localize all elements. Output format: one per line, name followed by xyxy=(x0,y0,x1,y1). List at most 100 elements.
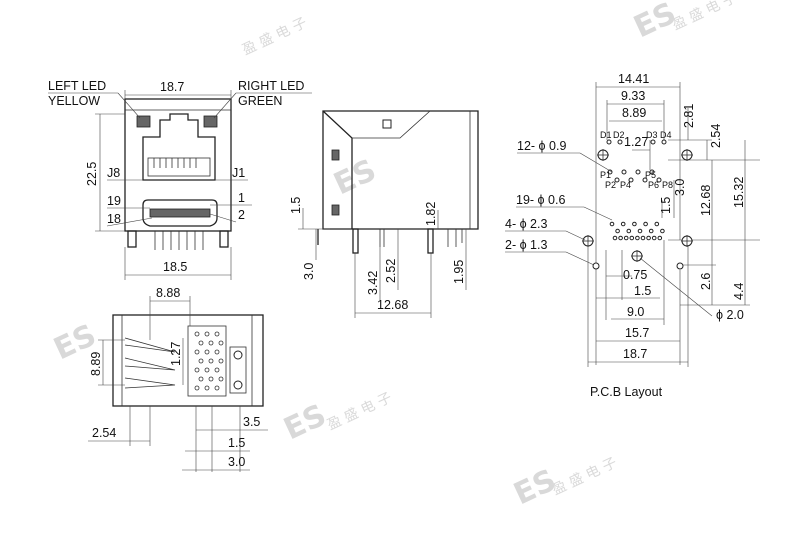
bottom-led-hole-upper xyxy=(233,350,243,360)
bottom-pin-hole xyxy=(194,349,200,355)
right-led-label: RIGHT LED xyxy=(238,79,304,93)
hdmi-tongue xyxy=(149,208,211,218)
front-pins xyxy=(127,230,229,250)
side-slot-lower xyxy=(331,204,340,216)
pcb-hdmi-pin xyxy=(612,235,618,241)
pcb-hdmi-pin xyxy=(618,235,623,241)
bottom-pin-hole xyxy=(214,385,220,391)
dim-label-side-1-5: 1.5 xyxy=(289,197,303,214)
rj45-contacts xyxy=(153,158,197,168)
pcb-pin-d4: D4 xyxy=(660,130,672,140)
watermark-cn-1: 盈 盛 电 子 xyxy=(670,0,740,34)
pcb-hole-1-3-left xyxy=(592,262,600,270)
pcb-hdmi-pin xyxy=(651,235,657,241)
bottom-pin-hole xyxy=(214,367,220,373)
dim-label-22-5: 22.5 xyxy=(85,162,99,186)
bottom-pin-hole xyxy=(204,385,210,391)
pcb-dim-18-7: 18.7 xyxy=(623,347,647,361)
pcb-pin-p1: P1 xyxy=(600,170,611,180)
pcb-callout-2-holes: 2- ϕ 1.3 xyxy=(505,238,547,252)
pcb-pin-p5: P5 xyxy=(645,170,656,180)
bottom-pin-hole xyxy=(208,340,214,346)
pcb-led-pins: D1 D2 D3 D4 xyxy=(600,130,672,145)
side-pins xyxy=(317,228,463,254)
watermark-brand-3: ES xyxy=(279,398,332,448)
right-led-icon xyxy=(203,115,218,128)
bottom-pin-hole xyxy=(194,385,200,391)
hdmi-port-outline xyxy=(142,199,218,227)
pcb-hdmi-pin xyxy=(623,235,629,241)
pcb-hdmi-pin xyxy=(620,221,626,227)
dim-label-bottom-2-54: 2.54 xyxy=(92,426,116,440)
left-led-color: YELLOW xyxy=(48,94,100,108)
pcb-hdmi-pin xyxy=(635,235,640,241)
bottom-pin-hole xyxy=(218,376,224,382)
bottom-pin-hole xyxy=(214,349,220,355)
pcb-callout-4-holes: 4- ϕ 2.3 xyxy=(505,217,547,231)
pcb-hdmi-pin xyxy=(629,235,635,241)
pcb-hdmi-pin xyxy=(632,221,637,227)
pcb-callout-2-0-hole: ϕ 2.0 xyxy=(716,308,744,322)
label-j1: J1 xyxy=(232,166,245,180)
label-pin-2: 2 xyxy=(238,208,245,222)
pcb-dim-3-0: 3.0 xyxy=(673,179,687,196)
pcb-hole-1-3-right xyxy=(676,262,684,270)
bottom-pin-holes xyxy=(194,331,224,391)
dim-label-side-12-68: 12.68 xyxy=(377,298,408,312)
pcb-dim-1-5-top: 1.5 xyxy=(659,197,673,214)
front-view: 18.7 LEFT LED YELLOW RIGHT LED GREEN 22.… xyxy=(48,79,312,280)
dim-label-18-7: 18.7 xyxy=(160,80,184,94)
bottom-body-outline xyxy=(112,314,264,407)
pcb-pin-d3: D3 xyxy=(646,130,658,140)
bottom-pin-hole xyxy=(198,358,204,364)
pcb-pin-d2: D2 xyxy=(613,130,625,140)
pcb-dim-2-6: 2.6 xyxy=(699,273,713,290)
dim-label-side-3-42: 3.42 xyxy=(366,271,380,295)
pcb-dim-15-7: 15.7 xyxy=(625,326,649,340)
dim-label-bottom-1-27: 1.27 xyxy=(169,342,183,366)
pcb-layout: 14.41 9.33 8.89 1.27 2.81 2.54 12.68 15.… xyxy=(505,72,760,399)
dim-label-bottom-1-5: 1.5 xyxy=(228,436,245,450)
pcb-hdmi-pin xyxy=(609,221,615,227)
pcb-hdmi-pin xyxy=(640,235,646,241)
bottom-pin-hole xyxy=(204,367,210,373)
pcb-hdmi-pin xyxy=(660,228,665,234)
pcb-hdmi-pin xyxy=(648,228,654,234)
front-shield-outline xyxy=(124,98,232,232)
pcb-dim-12-68: 12.68 xyxy=(699,185,713,216)
dim-label-side-1-82: 1.82 xyxy=(424,202,438,226)
bottom-pin-hole xyxy=(204,331,210,337)
pcb-pin-d1: D1 xyxy=(600,130,612,140)
pcb-hdmi-pin xyxy=(615,228,620,234)
pcb-dim-8-89: 8.89 xyxy=(622,106,646,120)
watermark-cn-4: 盈 盛 电 子 xyxy=(550,455,620,499)
pcb-dim-2-54: 2.54 xyxy=(709,124,723,148)
pcb-dim-1-5-bottom: 1.5 xyxy=(634,284,651,298)
bottom-pin-hole xyxy=(214,331,220,337)
rj45-contact-block xyxy=(147,157,211,177)
bottom-pin-hole xyxy=(204,349,210,355)
pcb-dim-2-81: 2.81 xyxy=(682,104,696,128)
right-led-leader xyxy=(213,92,237,119)
label-pin-19: 19 xyxy=(107,194,121,208)
dim-label-side-2-52: 2.52 xyxy=(384,259,398,283)
bottom-pin-hole xyxy=(208,376,214,382)
pcb-hdmi-pin xyxy=(657,235,663,241)
bottom-pin-field xyxy=(187,325,227,397)
bottom-pin-hole xyxy=(218,358,224,364)
pcb-dim-0-75: 0.75 xyxy=(623,268,647,282)
pcb-hdmi-pin xyxy=(643,221,648,227)
pcb-dim-9-33: 9.33 xyxy=(621,89,645,103)
label-pin-18: 18 xyxy=(107,212,121,226)
bottom-pin-hole xyxy=(194,331,200,337)
pcb-hdmi-pin xyxy=(626,228,632,234)
bottom-pin-hole xyxy=(218,340,224,346)
bottom-view: 8.88 8.89 1.27 2.54 3.5 1.5 3.0 xyxy=(88,286,268,472)
dim-label-bottom-3-0: 3.0 xyxy=(228,455,245,469)
side-latch xyxy=(382,119,392,129)
pcb-dim-9-0: 9.0 xyxy=(627,305,644,319)
pcb-rj-pins: P1 P2 P4 P5 P6 P8 xyxy=(600,169,673,190)
left-led-leader xyxy=(117,92,141,119)
dim-label-bottom-8-89: 8.89 xyxy=(89,352,103,376)
